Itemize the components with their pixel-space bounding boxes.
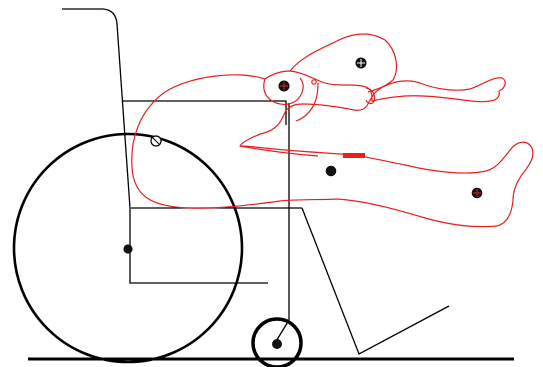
thigh-indicator-bar: [343, 153, 365, 158]
ankle-marker: [471, 187, 483, 199]
caster-hub-marker: [272, 339, 282, 349]
elbow-detail: [311, 79, 317, 85]
hip-joint-marker: [150, 135, 162, 147]
rear-wheel-hub-marker: [123, 244, 133, 254]
torso-and-legs-outline: [131, 70, 534, 228]
wheelchair-frame: [62, 8, 450, 355]
lower-trunk-outline: [289, 33, 398, 93]
legrest-and-footplate: [301, 207, 450, 355]
head-marker: [355, 57, 367, 69]
rear-wheel: [12, 132, 244, 364]
push-handle: [62, 8, 268, 284]
forearm-outline: [295, 82, 319, 122]
arm-outline: [263, 77, 304, 105]
shoulder-marker: [278, 80, 290, 92]
joint-markers: [123, 57, 483, 349]
knee-line: [239, 145, 319, 157]
caster-wheel: [251, 317, 303, 367]
occupant-outline: [131, 33, 534, 228]
backrest-tube: [122, 100, 287, 125]
thigh-marker: [325, 165, 337, 177]
hand-outline: [365, 87, 376, 105]
